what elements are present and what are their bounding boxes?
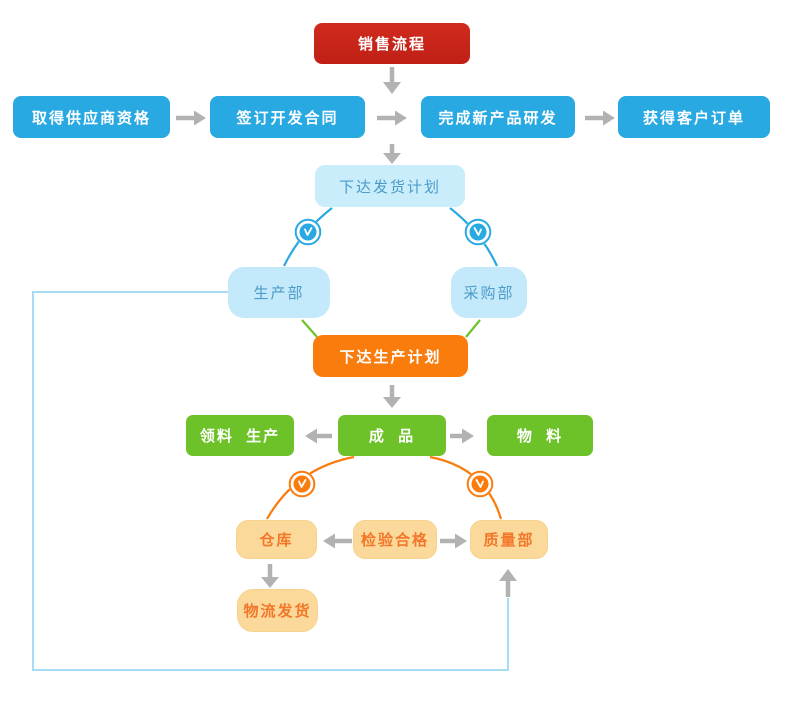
gray-arrows	[176, 67, 615, 597]
node-quality-dept: 质量部	[470, 520, 548, 559]
node-inspection-passed: 检验合格	[353, 520, 437, 559]
node-new-product-rd: 完成新产品研发	[421, 96, 575, 138]
clock-icon	[464, 218, 492, 246]
clock-icon	[294, 218, 322, 246]
connector-production-pplan	[301, 319, 318, 338]
connector-purchasing-pplan	[465, 319, 481, 338]
node-customer-order: 获得客户订单	[618, 96, 770, 138]
node-logistics-shipping: 物流发货	[237, 589, 318, 632]
node-development-contract: 签订开发合同	[210, 96, 365, 138]
node-materials: 物 料	[487, 415, 593, 456]
node-production-plan: 下达生产计划	[313, 335, 468, 377]
feedback-connector	[32, 291, 509, 671]
clock-icon	[466, 470, 494, 498]
node-purchasing-dept: 采购部	[451, 267, 527, 318]
node-delivery-plan: 下达发货计划	[315, 165, 465, 207]
node-picking-production: 领料 生产	[186, 415, 294, 456]
node-supplier-qualification: 取得供应商资格	[13, 96, 170, 138]
clock-icon	[288, 470, 316, 498]
node-production-dept: 生产部	[228, 267, 330, 318]
node-finished-goods: 成 品	[338, 415, 446, 456]
node-sales-process: 销售流程	[314, 23, 470, 64]
node-warehouse: 仓库	[236, 520, 317, 559]
